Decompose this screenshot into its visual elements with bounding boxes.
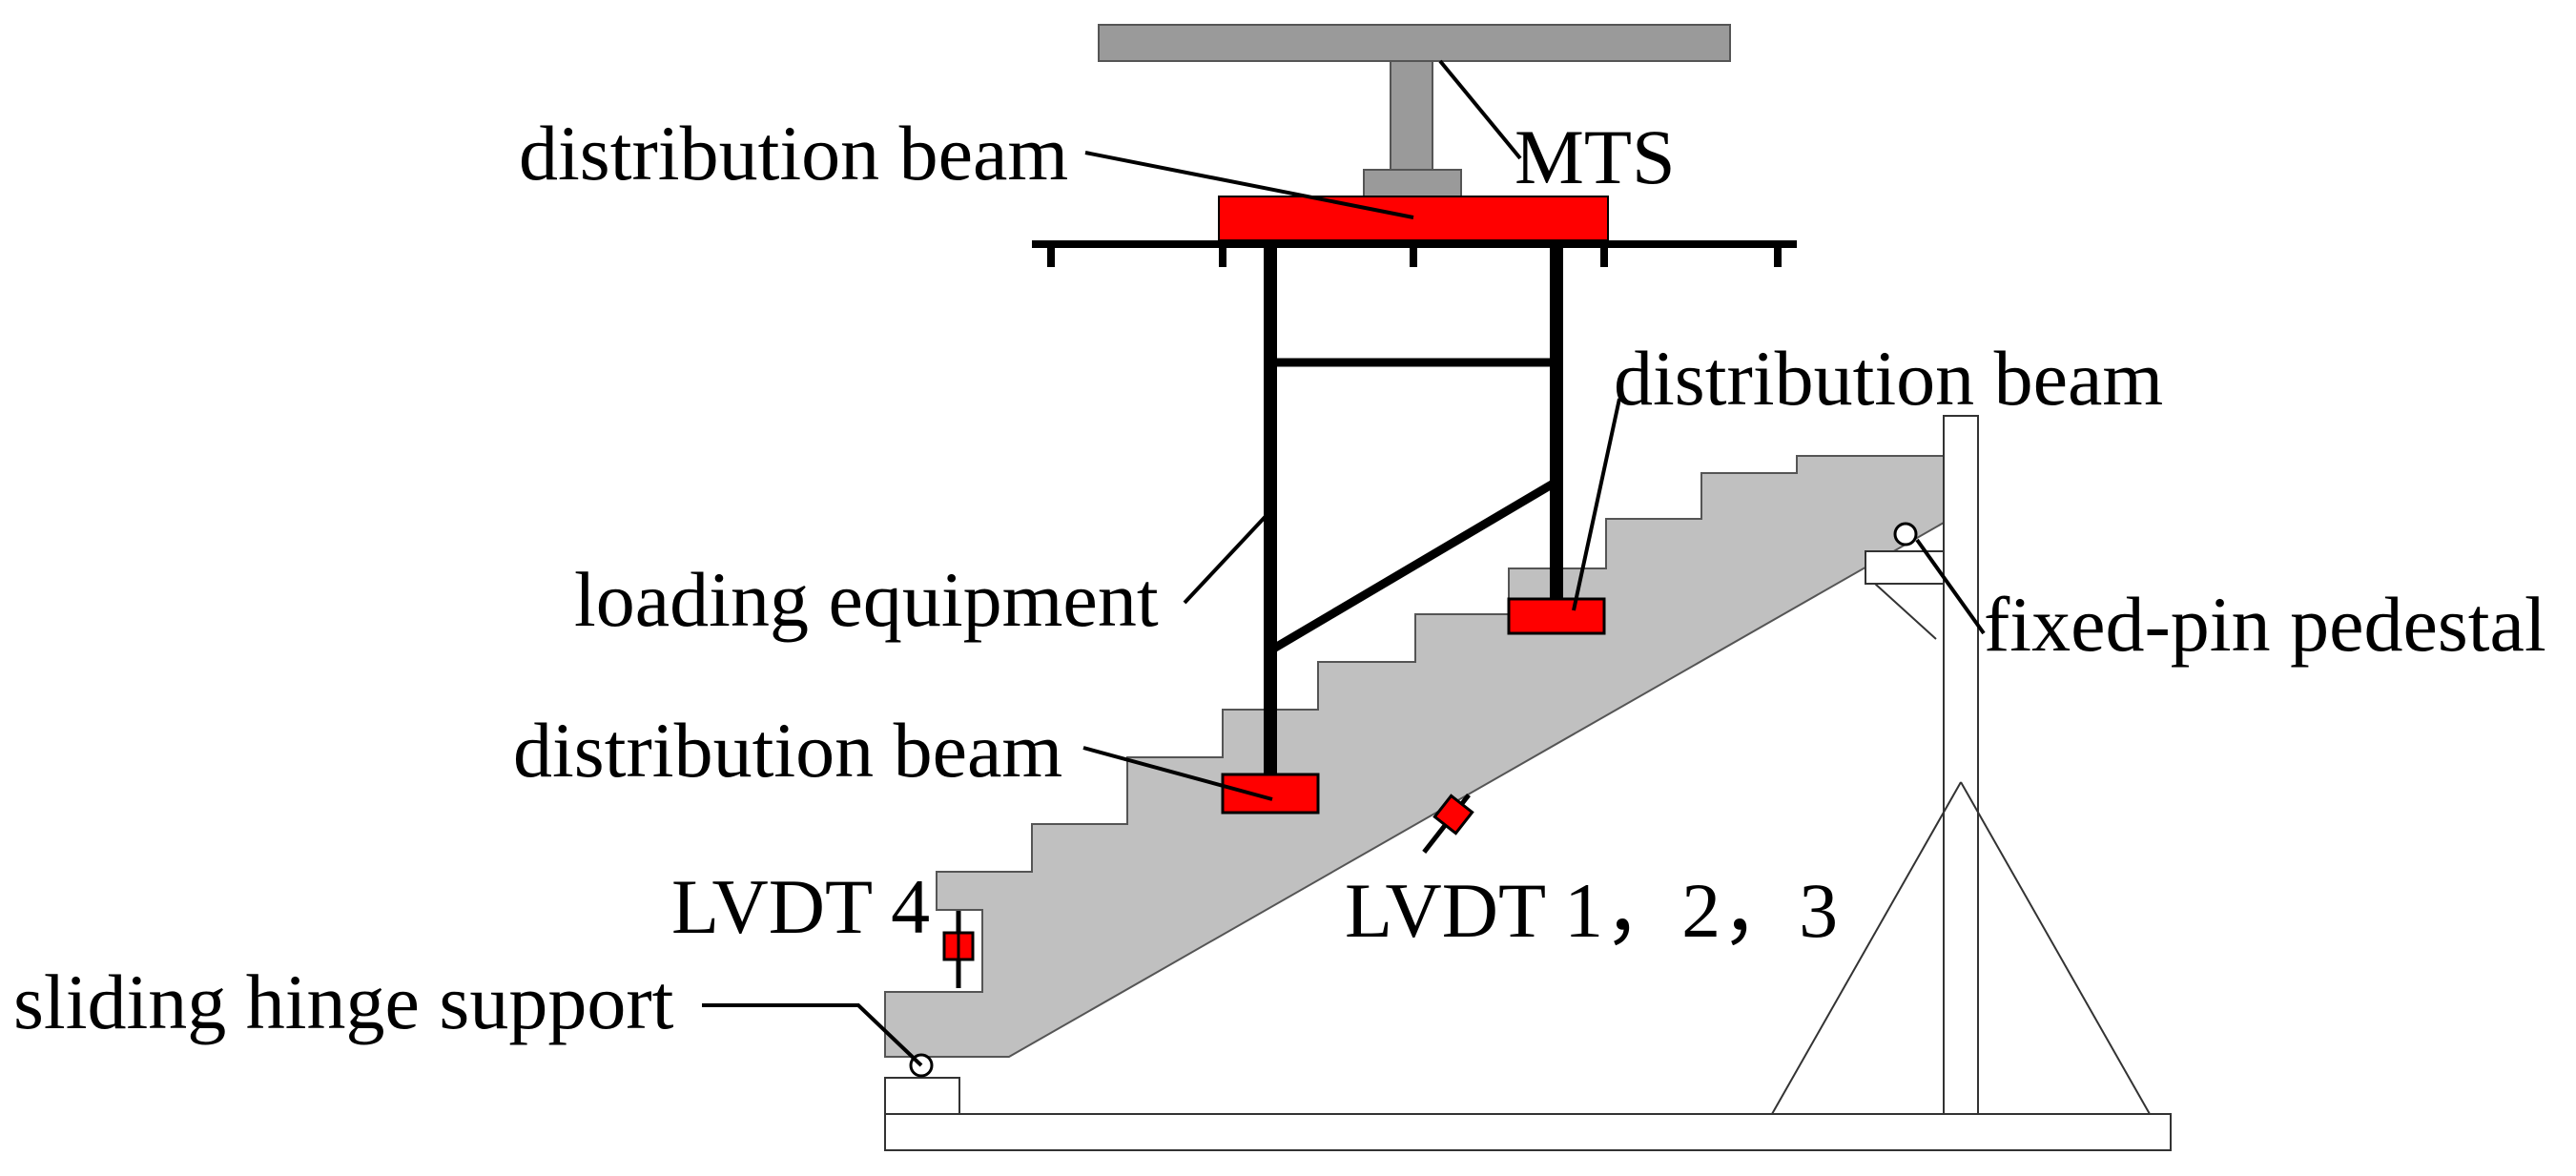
label-fixed-pin-pedestal: fixed-pin pedestal	[1984, 581, 2546, 668]
right-column	[1943, 415, 1979, 1115]
mts-actuator	[1098, 24, 1731, 197]
label-loading-equipment: loading equipment	[574, 556, 1159, 643]
right-distribution-beam	[1507, 597, 1606, 635]
label-right-distribution-beam: distribution beam	[1614, 335, 2163, 422]
lvdt-4-sensor	[942, 911, 975, 988]
ground-base	[884, 1113, 2172, 1151]
cross-beam	[1032, 240, 1797, 267]
label-top-distribution-beam: distribution beam	[519, 110, 1068, 196]
label-bottom-distribution-beam: distribution beam	[513, 707, 1062, 794]
lvdt-123-sensor	[1422, 793, 1474, 854]
fixed-pin-bracket	[1865, 550, 1945, 585]
mts-top-plate	[1098, 24, 1731, 62]
mts-head	[1363, 169, 1462, 197]
leader-lines	[702, 59, 1986, 1067]
left-support-block	[884, 1077, 960, 1115]
stair-specimen	[884, 455, 1945, 1058]
mts-piston	[1390, 60, 1433, 173]
bottom-distribution-beam	[1221, 773, 1320, 815]
reaction-frame	[884, 415, 2172, 1151]
fixed-pin-hinge-icon	[1893, 522, 1918, 547]
label-mts: MTS	[1515, 113, 1676, 200]
label-lvdt-4: LVDT 4	[671, 863, 930, 950]
label-lvdt-123: LVDT 1，2，3	[1345, 867, 1838, 954]
label-sliding-hinge-support: sliding hinge support	[13, 959, 674, 1045]
top-distribution-beam	[1218, 196, 1609, 241]
